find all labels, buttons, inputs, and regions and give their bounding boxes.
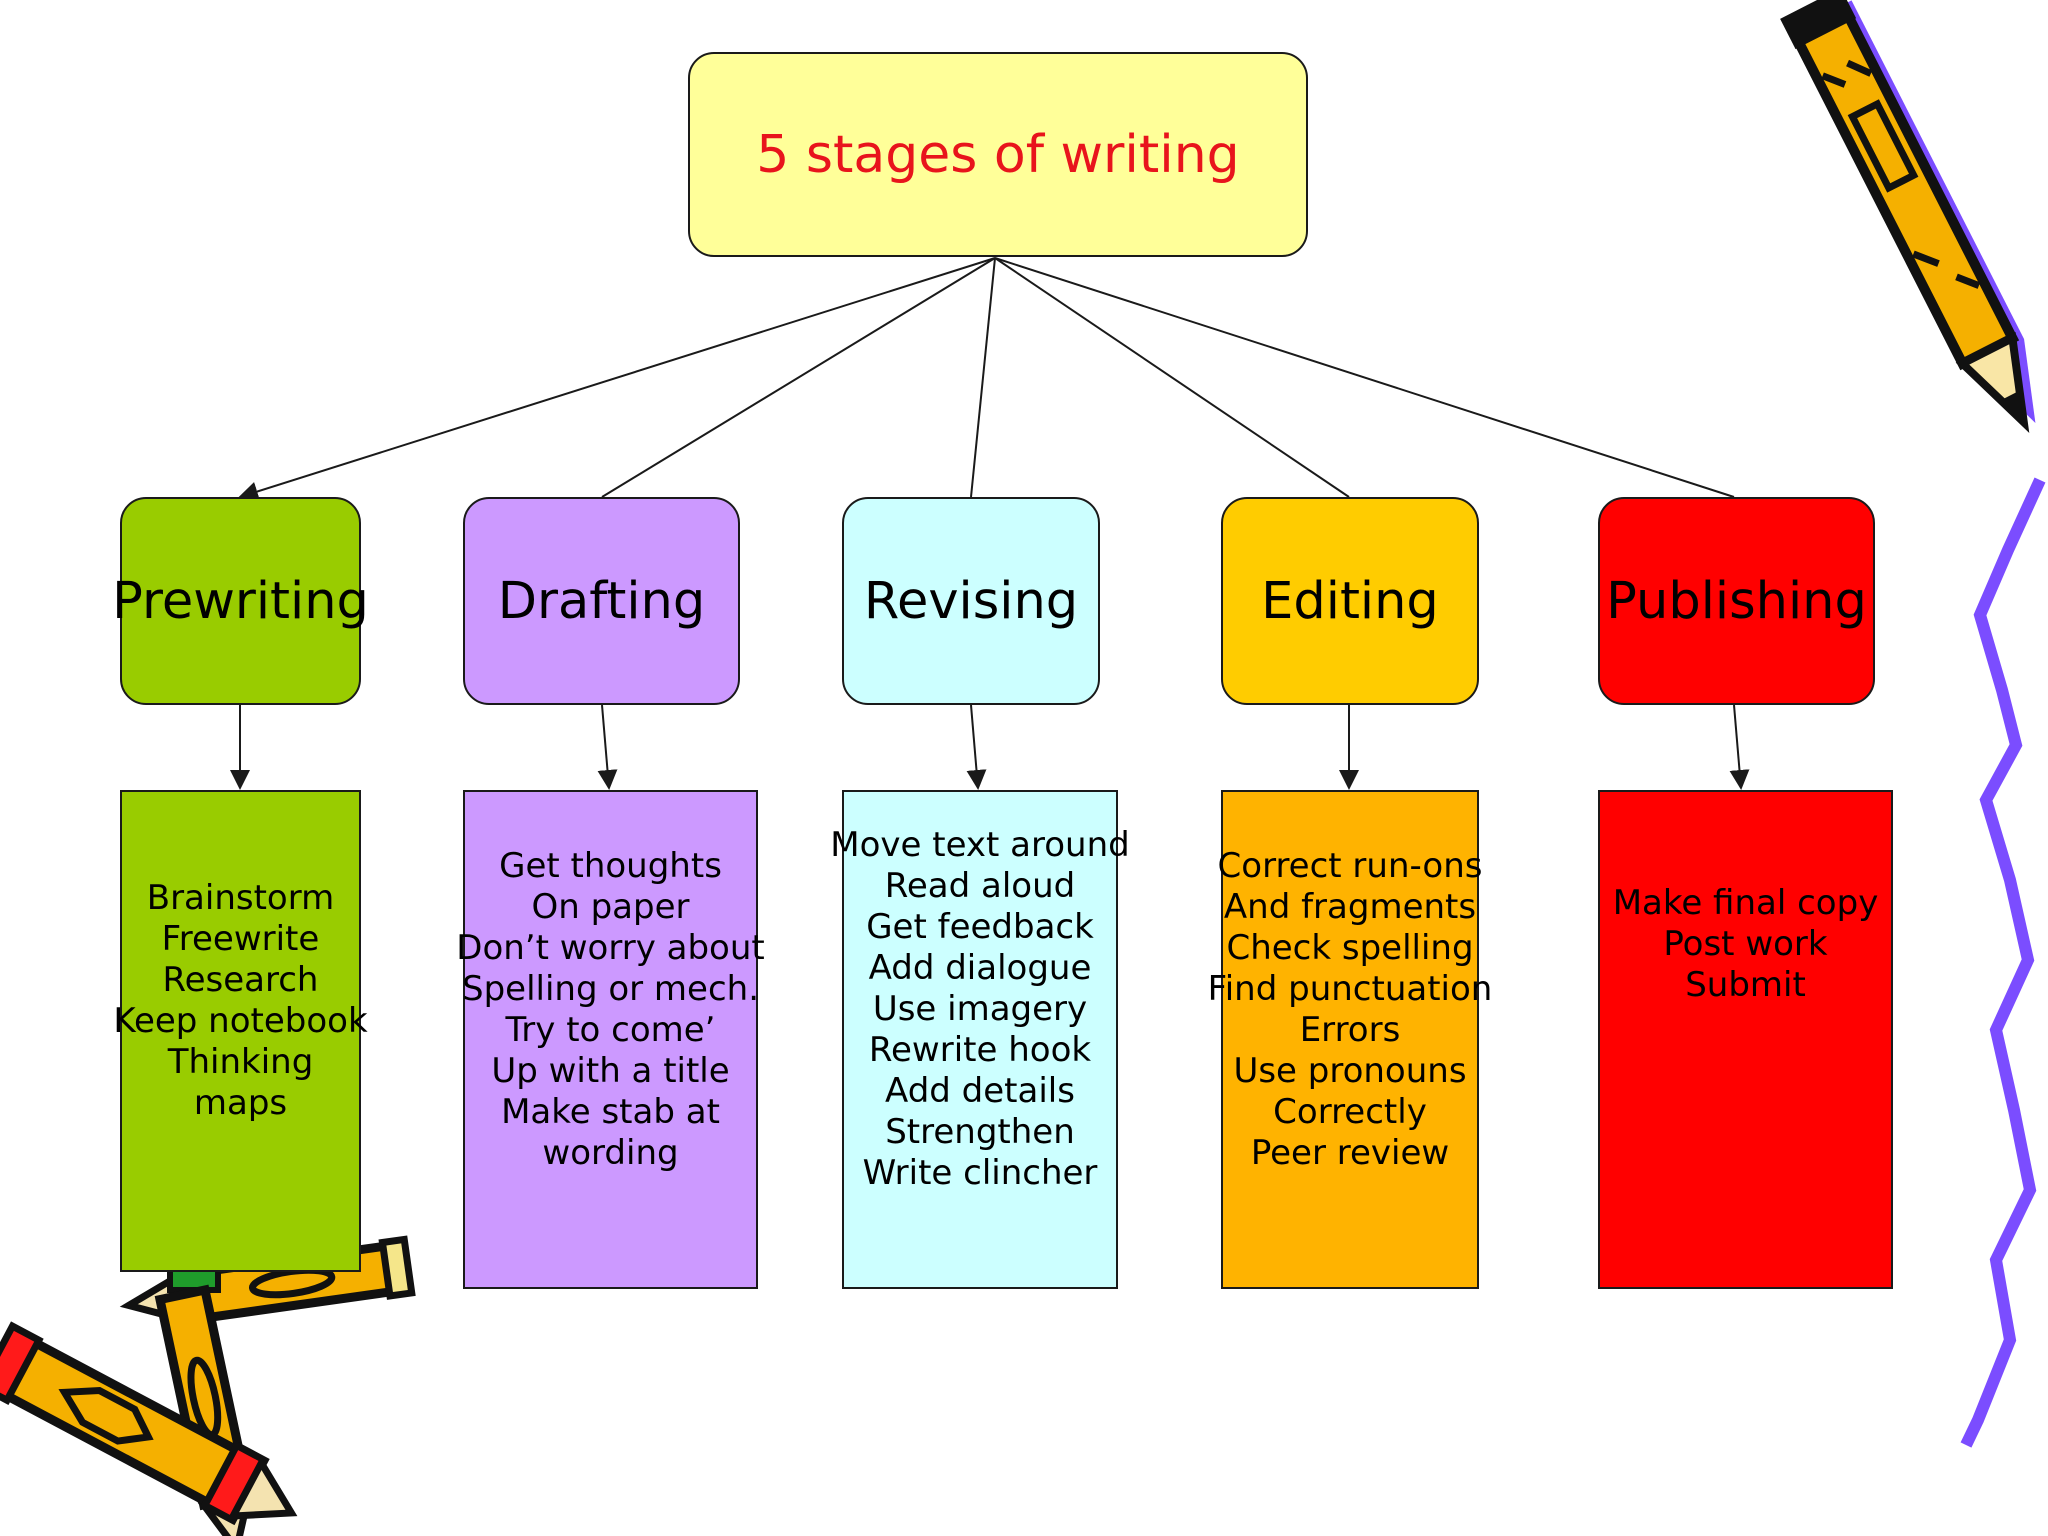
- detail-line: Get thoughts: [499, 845, 722, 886]
- detail-line: And fragments: [1223, 886, 1477, 927]
- connector-root-publishing: [994, 257, 1735, 498]
- detail-line: Thinking: [167, 1042, 314, 1082]
- details-editing: Correct run-ons And fragments Check spel…: [1208, 790, 1492, 1289]
- connector-root-drafting: [601, 257, 996, 498]
- pencil-clipart-icon: [1780, 0, 2036, 433]
- squiggle-line-icon: [1960, 477, 2046, 1448]
- detail-line: Errors: [1299, 1009, 1401, 1050]
- connector-root-prewriting: [238, 257, 996, 502]
- detail-line: Use pronouns: [1233, 1050, 1467, 1091]
- stage-label: Drafting: [497, 571, 706, 631]
- stage-label: Editing: [1261, 571, 1439, 631]
- details-revising: Move text around Read aloud Get feedback…: [830, 790, 1130, 1289]
- detail-line: Freewrite: [161, 919, 320, 959]
- detail-line: Read aloud: [884, 866, 1076, 906]
- detail-line: Write clincher: [862, 1153, 1098, 1193]
- detail-line: Correct run-ons: [1217, 845, 1483, 886]
- detail-line: Strengthen: [885, 1112, 1075, 1152]
- detail-line: maps: [193, 1083, 288, 1123]
- detail-line: wording: [542, 1132, 679, 1173]
- crossed-crayons-clipart-icon: [0, 1235, 416, 1536]
- stage-node-prewriting: Prewriting: [112, 497, 369, 705]
- connector-root-revising: [970, 257, 996, 498]
- connector-root-editing: [994, 257, 1350, 498]
- detail-line: Add details: [885, 1071, 1075, 1111]
- details-publishing: Make final copy Post work Submit: [1598, 790, 1893, 1289]
- detail-line: Post work: [1663, 924, 1828, 964]
- detail-line: Check spelling: [1226, 927, 1474, 968]
- detail-line: Keep notebook: [113, 1001, 368, 1041]
- detail-line: Rewrite hook: [868, 1030, 1092, 1070]
- detail-line: Submit: [1685, 965, 1806, 1005]
- root-node: 5 stages of writing: [688, 52, 1308, 257]
- details-drafting: Get thoughts On paper Don’t worry about …: [456, 790, 765, 1289]
- detail-line: Brainstorm: [146, 878, 335, 918]
- diagram-title: 5 stages of writing: [756, 124, 1240, 185]
- detail-line: Research: [162, 960, 319, 1000]
- detail-line: Up with a title: [491, 1050, 730, 1091]
- detail-line: Correctly: [1273, 1091, 1427, 1132]
- stage-node-revising: Revising: [842, 497, 1100, 705]
- detail-line: Don’t worry about: [456, 927, 765, 968]
- stage-node-editing: Editing: [1221, 497, 1479, 705]
- detail-line: Use imagery: [872, 989, 1088, 1029]
- stage-label: Prewriting: [112, 571, 369, 631]
- detail-line: Move text around: [830, 825, 1130, 865]
- detail-line: On paper: [531, 886, 690, 927]
- details-prewriting: Brainstorm Freewrite Research Keep noteb…: [113, 790, 368, 1272]
- detail-line: Add dialogue: [868, 948, 1092, 988]
- detail-line: Find punctuation: [1207, 968, 1493, 1009]
- connectors: [230, 257, 1750, 790]
- detail-line: Try to come’: [505, 1009, 716, 1050]
- stage-label: Publishing: [1606, 571, 1867, 631]
- detail-line: Make stab at: [501, 1091, 720, 1132]
- stage-node-publishing: Publishing: [1598, 497, 1875, 705]
- connector-revising-details: [966, 704, 987, 790]
- stage-node-drafting: Drafting: [463, 497, 740, 705]
- detail-line: Spelling or mech.: [461, 968, 760, 1009]
- detail-line: Get feedback: [866, 907, 1094, 947]
- stage-label: Revising: [863, 571, 1079, 631]
- connector-publishing-details: [1729, 704, 1750, 790]
- detail-line: Peer review: [1250, 1132, 1450, 1173]
- detail-line: Make final copy: [1612, 883, 1879, 923]
- connector-drafting-details: [597, 704, 618, 790]
